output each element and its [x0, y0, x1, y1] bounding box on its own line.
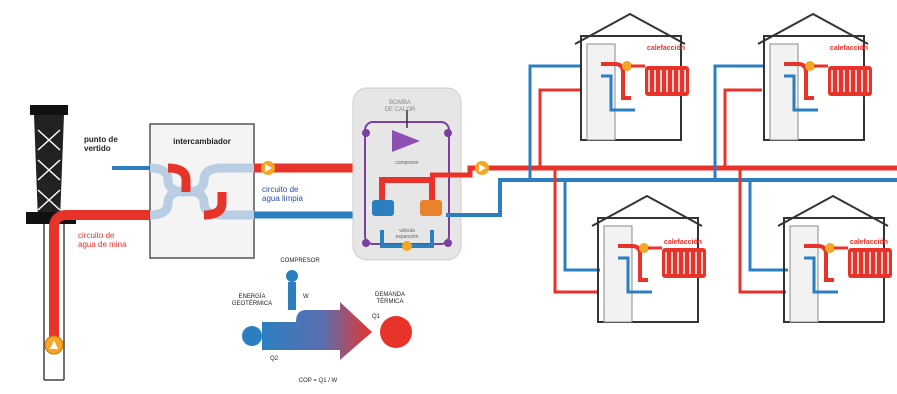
- house-icon: [591, 194, 706, 323]
- heat-pump-compressor-label: compresor: [395, 160, 419, 166]
- mine-tower-icon: [26, 105, 76, 224]
- well-pump-icon: [44, 335, 64, 355]
- q2-label: Q2: [270, 356, 279, 362]
- house-icon: [757, 12, 872, 141]
- heat-pump-unit: [352, 87, 462, 261]
- heat-exchanger-label: intercambiador: [173, 137, 231, 146]
- cop-formula: COP = Q1 / W: [299, 378, 338, 384]
- distribution-network: [528, 64, 788, 294]
- supply-pipe: [430, 165, 897, 178]
- heating-label: calefacción: [830, 45, 868, 52]
- circulation-pump-icon: [261, 161, 275, 175]
- house-icon: [574, 12, 689, 141]
- return-pipe: [446, 178, 897, 217]
- well-shaft: [43, 224, 65, 381]
- energy-flow-schematic: [242, 270, 412, 360]
- mine-water-pipe: [49, 210, 155, 350]
- thermal-demand-icon: [380, 316, 412, 348]
- heat-exchanger: [149, 123, 255, 259]
- heating-label: calefacción: [647, 45, 685, 52]
- distribution-pump-icon: [475, 161, 489, 175]
- q1-label: Q1: [372, 314, 381, 320]
- heating-label: calefacción: [850, 239, 888, 246]
- house-icon: [777, 194, 892, 323]
- compressor-label: COMPRESOR: [280, 258, 320, 264]
- w-label: W: [303, 294, 309, 300]
- geothermal-energy-icon: [242, 326, 262, 346]
- compressor-icon: [392, 130, 420, 152]
- heating-label: calefacción: [664, 239, 702, 246]
